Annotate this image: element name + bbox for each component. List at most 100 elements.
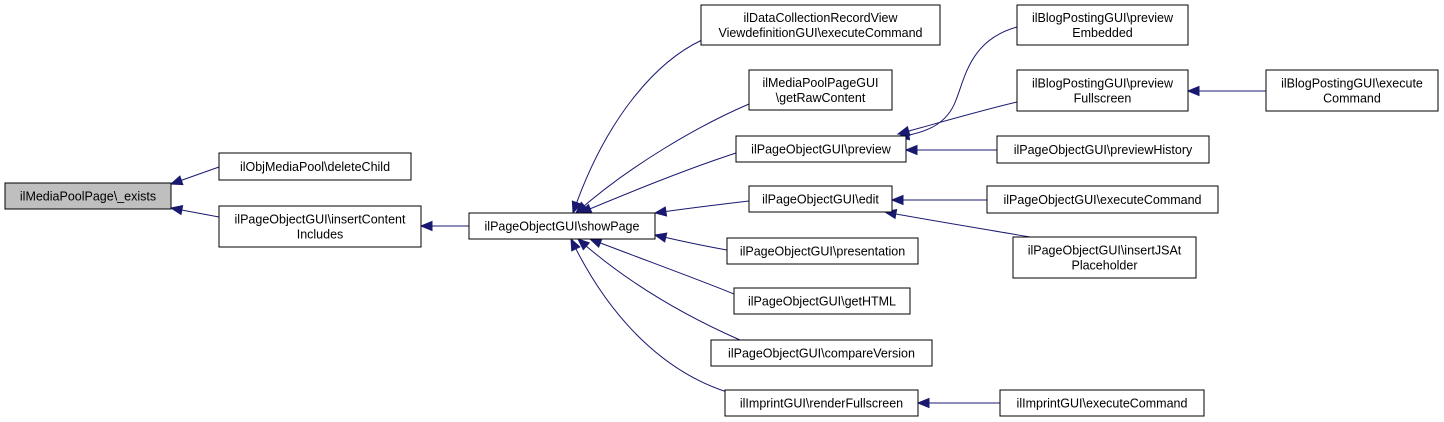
node-box [710, 339, 933, 367]
arrowhead [419, 220, 433, 232]
arrowhead [653, 232, 668, 243]
node-box [996, 135, 1210, 164]
edge-line [570, 238, 728, 393]
node-compareVersion[interactable]: ilPageObjectGUI\compareVersion [710, 339, 933, 367]
arrowhead [571, 200, 582, 215]
node-dcExecute[interactable]: ilDataCollectionRecordViewViewdefinition… [700, 4, 941, 46]
edge-line [589, 238, 735, 295]
edge-line [575, 103, 750, 214]
node-box [218, 205, 422, 248]
node-exists[interactable]: ilMediaPoolPage\_exists [4, 182, 172, 210]
node-box [735, 135, 907, 163]
edge-preview-to-showPage [578, 152, 737, 214]
arrowhead [896, 125, 911, 137]
arrowhead [169, 204, 184, 216]
node-box [748, 185, 893, 213]
node-label: ilPageObjectGUI\preview [751, 143, 892, 157]
edge-edit-to-showPage [653, 200, 750, 217]
edge-compareVersion-to-showPage [577, 238, 741, 341]
node-blogExecute[interactable]: ilBlogPostingGUI\executeCommand [1265, 69, 1439, 112]
node-box [986, 185, 1219, 214]
arrowhead [169, 175, 184, 186]
edge-previewHistory-to-preview [904, 144, 997, 156]
node-presentation[interactable]: ilPageObjectGUI\presentation [726, 237, 919, 265]
node-pageExecute[interactable]: ilPageObjectGUI\executeCommand [986, 185, 1219, 214]
node-label: ilPageObjectGUI\presentation [740, 245, 905, 259]
arrowhead [890, 194, 904, 206]
edge-showPage-to-insertContentIncludes [419, 220, 469, 232]
edge-dcExecute-to-showPage [571, 39, 703, 215]
edge-pageExecute-to-edit [890, 194, 987, 206]
node-showPage[interactable]: ilPageObjectGUI\showPage [468, 212, 656, 240]
node-label: ilPageObjectGUI\insertContent [235, 213, 406, 227]
node-renderFullscreen[interactable]: ilImprintGUI\renderFullscreen [724, 389, 919, 417]
node-box [1016, 4, 1189, 46]
edge-line [897, 101, 1018, 135]
node-label: ilMediaPoolPage\_exists [20, 190, 156, 204]
edge-previewFullscreen-to-preview [896, 101, 1018, 137]
node-label: Placeholder [1071, 259, 1137, 273]
edge-line [897, 26, 1018, 138]
arrowhead [570, 237, 581, 252]
node-label: ilImprintGUI\renderFullscreen [740, 397, 903, 411]
node-label: ilMediaPoolPageGUI [762, 76, 878, 90]
edge-insertContentIncludes-to-exists [169, 204, 220, 218]
node-label: ilPageObjectGUI\previewHistory [1014, 143, 1193, 157]
node-label: ilPageObjectGUI\compareVersion [728, 347, 915, 361]
edge-imprintExecute-to-renderFullscreen [916, 397, 1000, 409]
node-label: ilImprintGUI\executeCommand [1017, 397, 1188, 411]
arrowhead [653, 206, 668, 217]
arrowhead [916, 397, 930, 409]
node-box [733, 287, 911, 315]
nodes-layer: ilMediaPoolPage\_exists ilObjMediaPool\de… [4, 4, 1439, 417]
edge-line [572, 39, 703, 214]
node-deleteChild[interactable]: ilObjMediaPool\deleteChild [218, 152, 412, 181]
node-label: ilPageObjectGUI\showPage [485, 220, 640, 234]
node-box [468, 212, 656, 240]
arrowhead [588, 238, 603, 249]
node-box [1016, 69, 1189, 112]
node-label: ilPageObjectGUI\executeCommand [1003, 193, 1201, 207]
node-label: Includes [297, 228, 344, 242]
node-label: ilBlogPostingGUI\execute [1281, 77, 1423, 91]
node-box [724, 389, 919, 417]
node-box [726, 237, 919, 265]
node-label: ilPageObjectGUI\getHTML [748, 295, 896, 309]
node-edit[interactable]: ilPageObjectGUI\edit [748, 185, 893, 213]
node-box [1265, 69, 1439, 112]
edge-line [654, 200, 750, 214]
node-label: Command [1323, 92, 1381, 106]
arrowhead [904, 144, 918, 156]
edge-blogExecute-to-previewFullscreen [1186, 85, 1266, 97]
node-label: ilPageObjectGUI\edit [762, 193, 879, 207]
node-previewHistory[interactable]: ilPageObjectGUI\previewHistory [996, 135, 1210, 164]
node-label: ilPageObjectGUI\insertJSAt [1028, 244, 1182, 258]
edge-deleteChild-to-exists [169, 166, 220, 186]
arrowhead [577, 238, 591, 251]
edge-line [884, 211, 1031, 238]
edge-insertJSAt-to-edit [883, 208, 1031, 238]
node-label: ilBlogPostingGUI\preview [1032, 11, 1174, 25]
node-label: \getRawContent [776, 91, 866, 105]
node-label: ilDataCollectionRecordView [743, 11, 898, 25]
node-preview[interactable]: ilPageObjectGUI\preview [735, 135, 907, 163]
edge-presentation-to-showPage [653, 232, 728, 251]
node-label: ilObjMediaPool\deleteChild [240, 160, 390, 174]
node-label: Embedded [1072, 26, 1133, 40]
edge-renderFullscreen-to-showPage [570, 237, 728, 393]
edges-layer [169, 26, 1266, 409]
node-getHTML[interactable]: ilPageObjectGUI\getHTML [733, 287, 911, 315]
node-box [999, 389, 1205, 417]
arrowhead [1186, 85, 1200, 97]
node-imprintExecute[interactable]: ilImprintGUI\executeCommand [999, 389, 1205, 417]
node-box [4, 182, 172, 210]
edge-line [579, 152, 737, 214]
node-getRawContent[interactable]: ilMediaPoolPageGUI\getRawContent [748, 69, 893, 111]
node-box [218, 152, 412, 181]
node-label: ViewdefinitionGUI\executeCommand [718, 26, 922, 40]
